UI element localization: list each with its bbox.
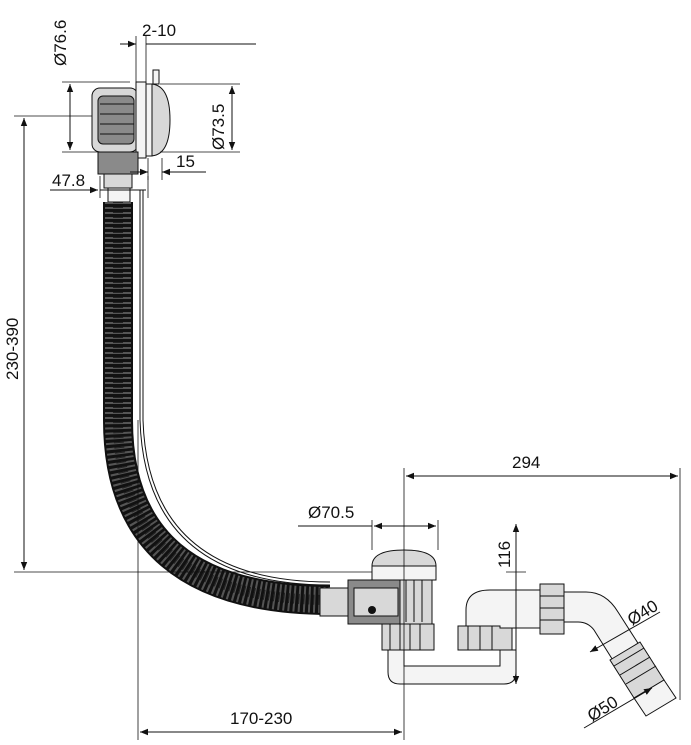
trap-nut: [381, 623, 435, 651]
label-cap-depth: 15: [176, 152, 195, 171]
dimension-vertical-length: 230-390: [3, 115, 372, 573]
overflow-flange: [135, 81, 147, 159]
dimension-drain-diameter: Ø70.5: [298, 503, 439, 550]
overflow-cover: [149, 83, 171, 157]
label-overflow-offset: 47.8: [52, 171, 85, 190]
dimension-cap-diameter: Ø73.5: [160, 83, 240, 153]
dimension-horizontal-length: 170-230: [137, 420, 402, 740]
label-drain-diameter: Ø70.5: [308, 503, 354, 522]
outlet-nut: [539, 583, 565, 635]
label-outlet-length: 294: [512, 453, 540, 472]
label-adjust-range: 2-10: [142, 21, 176, 40]
overflow-assembly: [91, 69, 171, 203]
dimension-cap-depth: 15: [130, 152, 206, 180]
label-overflow-diameter: Ø76.6: [51, 20, 70, 66]
dimension-adjust-range: 2-10: [120, 21, 256, 82]
label-cap-diameter: Ø73.5: [209, 104, 228, 150]
label-horizontal-length: 170-230: [230, 709, 292, 728]
label-vertical-length: 230-390: [3, 318, 22, 380]
dimension-trap-height: 116: [495, 524, 526, 684]
dimension-outlet-length: 294: [403, 453, 681, 740]
hose-connector: [319, 587, 349, 617]
label-pipe-50: Ø50: [584, 692, 621, 725]
overflow-connector: [97, 151, 139, 175]
label-pipe-40: Ø40: [624, 596, 661, 629]
dimension-overflow-offset: 47.8: [50, 171, 149, 198]
outlet-elbow: [465, 589, 545, 629]
u-trap: [387, 649, 517, 685]
waste-assembly: [319, 549, 677, 717]
dimension-overflow-diameter: Ø76.6: [51, 20, 130, 153]
flexible-hose: [103, 202, 331, 615]
label-trap-height: 116: [495, 541, 514, 568]
control-cable: [139, 190, 331, 586]
